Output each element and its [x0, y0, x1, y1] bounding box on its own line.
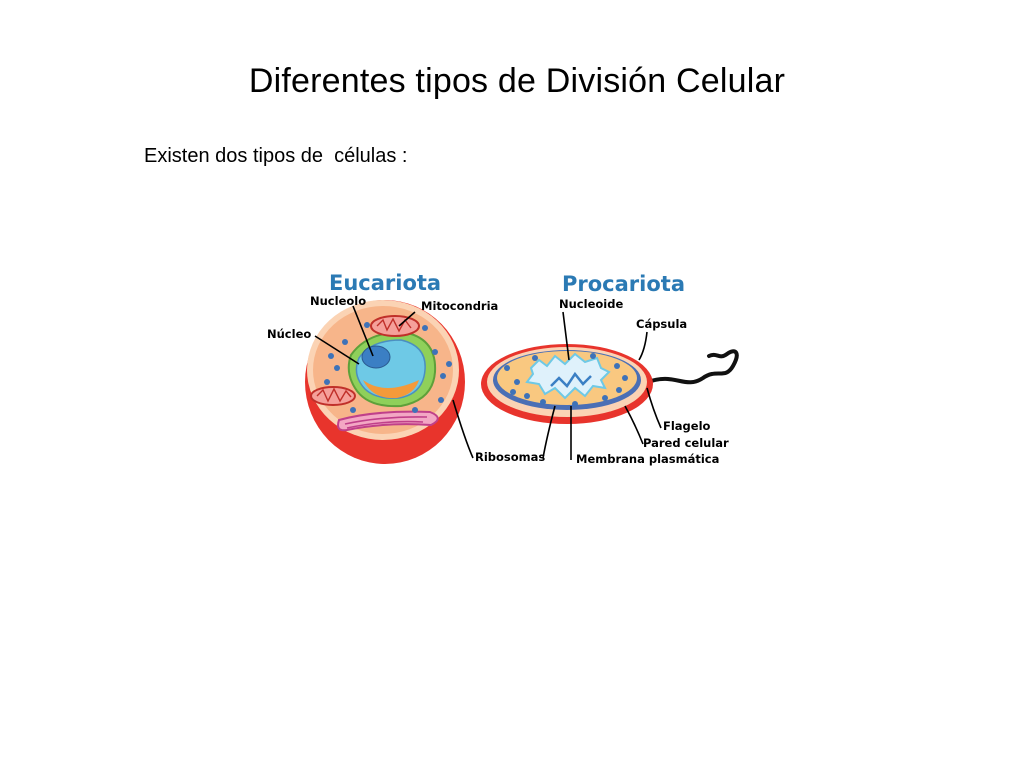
- ribosomas-prok-leader: [542, 405, 556, 459]
- nucleo-label: Núcleo: [267, 327, 311, 341]
- pared-celular-leader: [624, 405, 644, 445]
- ribosomas-label: Ribosomas: [475, 450, 545, 464]
- cell-diagram-svg: Eucariota Nucleolo Mitocondria Núcleo Ri…: [267, 271, 739, 466]
- flagelo-leader: [646, 387, 662, 429]
- nucleoid: [525, 352, 611, 400]
- capsula-label: Cápsula: [636, 317, 687, 331]
- pared-celular-label: Pared celular: [643, 436, 729, 450]
- mitocondria-label: Mitocondria: [421, 299, 498, 313]
- ribosomas-leader: [452, 399, 474, 459]
- capsula-leader: [638, 331, 648, 361]
- eukaryote-heading: Eucariota: [329, 271, 441, 295]
- nucleolus: [361, 345, 391, 369]
- slide-title: Diferentes tipos de División Celular: [248, 62, 786, 100]
- nucleoide-label: Nucleoide: [559, 297, 623, 311]
- prokaryote-heading: Procariota: [562, 272, 685, 296]
- mitochondrion-left: [310, 386, 356, 406]
- nucleus-bottom: [363, 380, 419, 399]
- nucleo-leader: [314, 335, 360, 365]
- eukaryote-cell: Eucariota Nucleolo Mitocondria Núcleo Ri…: [267, 271, 545, 464]
- prokaryote-cell: Procariota Nucleoide Cápsula Flagelo Par…: [481, 272, 739, 466]
- intro-text: Existen dos tipos de células :: [144, 145, 408, 167]
- nucleoid-dna: [550, 371, 592, 388]
- mitochondrion-top: [370, 315, 420, 337]
- flagelo-label: Flagelo: [663, 419, 711, 433]
- nucleolo-leader: [352, 305, 374, 357]
- cell-types-diagram: Eucariota Nucleolo Mitocondria Núcleo Ri…: [255, 260, 755, 475]
- golgi-folds: [344, 416, 428, 429]
- nucleoide-leader: [562, 311, 570, 361]
- flagellum: [646, 349, 739, 385]
- prokaryote-ribosomes: [504, 353, 628, 407]
- eukaryote-ribosomes: [324, 322, 452, 413]
- nucleolo-label: Nucleolo: [310, 294, 366, 308]
- membrana-plasmatica-label: Membrana plasmática: [576, 452, 719, 466]
- mitocondria-leader: [398, 311, 416, 327]
